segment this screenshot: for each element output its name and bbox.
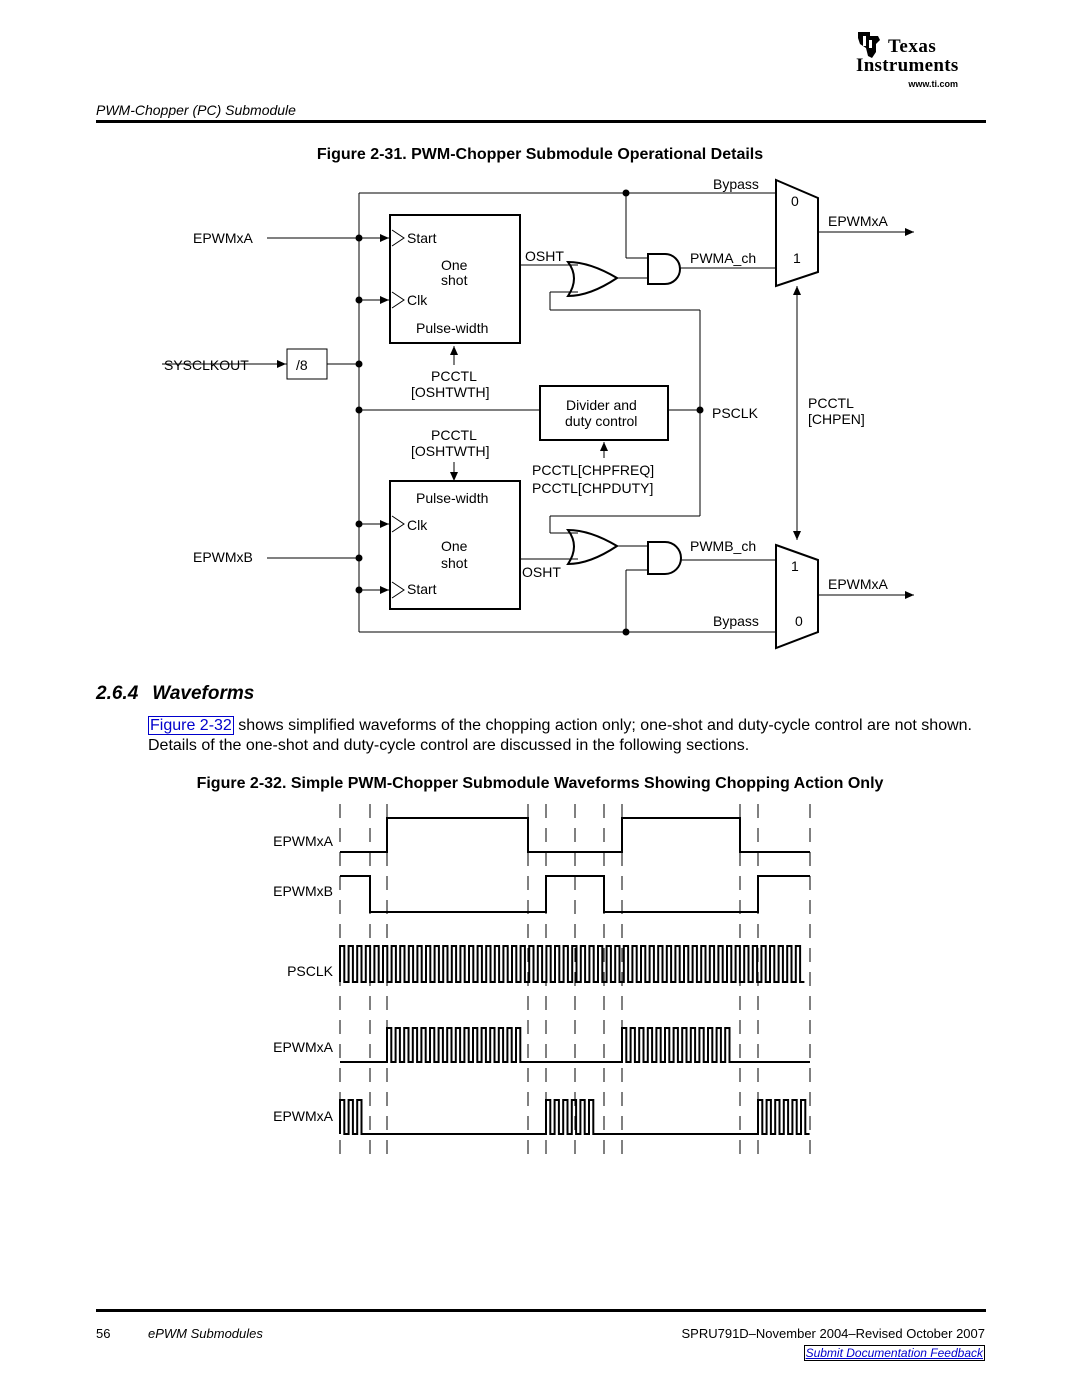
- label-shot-top: shot: [441, 272, 468, 288]
- signal-label-2: EPWMxB: [273, 883, 333, 899]
- label-pulse-width-bottom: Pulse-width: [416, 490, 488, 506]
- label-epwmxa-out-bottom: EPWMxA: [828, 576, 889, 592]
- label-sysclkout: SYSCLKOUT: [164, 357, 249, 373]
- label-start-top: Start: [407, 230, 437, 246]
- label-mux-bot-1: 1: [791, 558, 799, 574]
- wave-epwmxb: [340, 875, 810, 913]
- label-bypass-top: Bypass: [713, 176, 759, 192]
- wave-chopped-epwmxa: [340, 1027, 810, 1063]
- section-number: 2.6.4: [96, 683, 139, 704]
- wave-epwmxa: [340, 817, 810, 853]
- label-divider-line1: Divider and: [566, 397, 637, 413]
- footer-rule: [96, 1309, 986, 1312]
- label-epwmxb-in: EPWMxB: [193, 549, 253, 565]
- label-pcctl-top: PCCTL: [431, 368, 477, 384]
- label-chpfreq: PCCTL[CHPFREQ]: [532, 462, 654, 478]
- label-divider-line2: duty control: [565, 413, 637, 429]
- label-oshtwth-bottom: [OSHTWTH]: [411, 443, 490, 459]
- page-number: 56: [96, 1326, 111, 1341]
- label-pwma-ch: PWMA_ch: [690, 250, 756, 266]
- label-pulse-width-top: Pulse-width: [416, 320, 488, 336]
- label-pcctl-chpen-1: PCCTL: [808, 395, 854, 411]
- label-clk-bottom: Clk: [407, 517, 428, 533]
- label-one-top: One: [441, 257, 468, 273]
- label-bypass-bottom: Bypass: [713, 613, 759, 629]
- logo-url: www.ti.com: [908, 79, 958, 89]
- figure-31-diagram: Bypass 0 1 EPWMxA EPWMxA Start One shot …: [162, 176, 914, 650]
- footer-doc-id: SPRU791D–November 2004–Revised October 2…: [681, 1326, 985, 1341]
- label-osht-top: OSHT: [525, 248, 564, 264]
- label-epwmxa-in: EPWMxA: [193, 230, 254, 246]
- ti-logo: Texas Instruments www.ti.com: [848, 28, 988, 92]
- label-pcctl-chpen-2: [CHPEN]: [808, 411, 865, 427]
- figure-32-caption: Figure 2-32. Simple PWM-Chopper Submodul…: [196, 775, 884, 792]
- ti-logo-icon: [858, 32, 880, 58]
- signal-label-5: EPWMxA: [273, 1108, 334, 1124]
- wave-chopped-epwmxb: [339, 1099, 810, 1135]
- label-osht-bottom: OSHT: [522, 564, 561, 580]
- label-pwmb-ch: PWMB_ch: [690, 538, 756, 554]
- label-div8: /8: [296, 357, 308, 373]
- label-epwmxa-out-top: EPWMxA: [828, 213, 889, 229]
- figure-32-waveforms: EPWMxA EPWMxB PSCLK EPWMxA EPWMxA: [273, 804, 811, 1162]
- signal-label-4: EPWMxA: [273, 1039, 334, 1055]
- label-one-bottom: One: [441, 538, 468, 554]
- label-mux-bot-0: 0: [795, 613, 803, 629]
- label-start-bottom: Start: [407, 581, 437, 597]
- label-clk-top: Clk: [407, 292, 428, 308]
- label-shot-bottom: shot: [441, 555, 468, 571]
- submit-feedback-link[interactable]: Submit Documentation Feedback: [803, 1345, 985, 1361]
- section-body: Figure 2-32 shows simplified waveforms o…: [148, 716, 983, 756]
- logo-text-instruments: Instruments: [856, 55, 959, 76]
- label-pcctl-bottom: PCCTL: [431, 427, 477, 443]
- logo-text-texas: Texas: [888, 36, 937, 57]
- wave-psclk: [339, 945, 805, 983]
- header-rule: [96, 120, 986, 123]
- figure-31-caption: Figure 2-31. PWM-Chopper Submodule Opera…: [316, 146, 764, 163]
- section-heading: 2.6.4 Waveforms: [96, 683, 254, 705]
- section-title: Waveforms: [152, 683, 255, 704]
- label-chpduty: PCCTL[CHPDUTY]: [532, 480, 653, 496]
- section-body-text: shows simplified waveforms of the choppi…: [148, 717, 972, 754]
- footer-section-name: ePWM Submodules: [148, 1326, 263, 1341]
- figure-2-32-link[interactable]: Figure 2-32: [148, 716, 234, 735]
- signal-label-1: EPWMxA: [273, 833, 334, 849]
- label-mux-top-1: 1: [793, 250, 801, 266]
- label-oshtwth-top: [OSHTWTH]: [411, 384, 490, 400]
- label-mux-top-0: 0: [791, 193, 799, 209]
- running-header: PWM-Chopper (PC) Submodule: [96, 102, 296, 118]
- signal-label-3: PSCLK: [287, 963, 334, 979]
- label-psclk: PSCLK: [712, 405, 759, 421]
